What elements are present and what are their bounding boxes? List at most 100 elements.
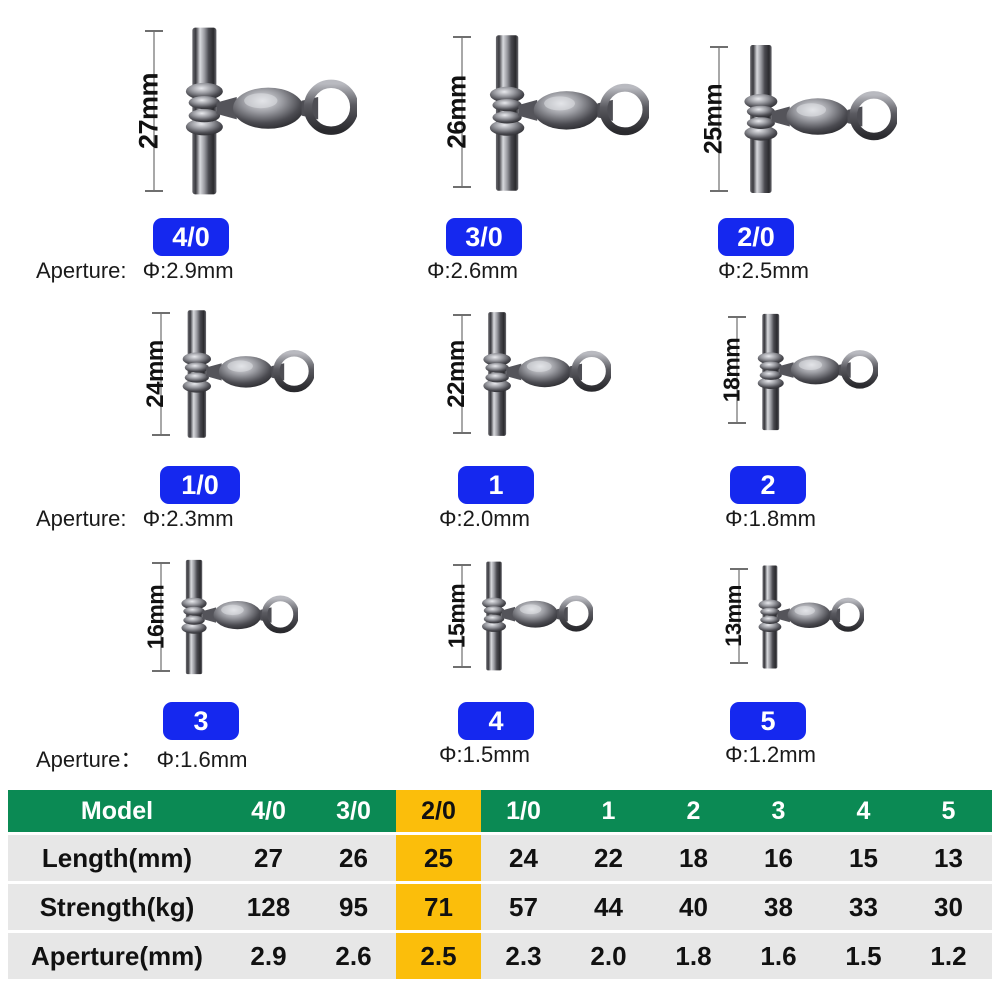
product-stage: 26mm [305, 0, 649, 210]
product-card-2[interactable]: 25mm 2/0 [600, 0, 933, 283]
cell-length-2-0: 25 [396, 835, 481, 881]
cell-length-2: 18 [679, 842, 708, 873]
size-badge[interactable]: 4 [458, 702, 534, 740]
aperture-value: Φ:2.3mm [142, 506, 234, 531]
aperture-text: Φ:1.5mm [439, 742, 530, 768]
cell-aperture-4: 1.5 [845, 940, 882, 971]
row-label-strength: Strength(kg) [39, 891, 195, 922]
header-cell-3: 3 [771, 796, 786, 825]
dimension-label: 16mm [142, 584, 169, 650]
aperture-value: Φ:2.6mm [427, 258, 518, 283]
cell-aperture-2: 1.8 [675, 940, 712, 971]
header-cell-model: Model [80, 796, 154, 825]
size-badge[interactable]: 3/0 [446, 218, 522, 256]
cell-strength-4-0: 128 [246, 891, 291, 922]
product-card-5[interactable]: 18mm 2 [600, 290, 933, 531]
table-row-aperture: Aperture(mm) 2.9 2.6 2.5 2.3 2.0 1.8 1.6… [8, 933, 992, 979]
product-card-8[interactable]: 13mm 5 [600, 540, 933, 767]
cell-length-4: 15 [849, 842, 878, 873]
aperture-text: Φ:2.6mm [427, 258, 518, 284]
cell-aperture-5: 1.2 [930, 940, 967, 971]
product-card-4[interactable]: 22mm 1 [305, 290, 638, 531]
aperture-value: Φ:2.5mm [718, 258, 809, 283]
dimension-label: 24mm [142, 340, 169, 408]
fishing-swivel-icon [172, 22, 357, 200]
cell-strength-3: 38 [764, 891, 793, 922]
aperture-value-wrap: Φ:1.2mm [725, 742, 816, 768]
fishing-swivel-icon [732, 40, 897, 198]
header-cell-5: 5 [941, 796, 956, 825]
dimension-label: 25mm [699, 83, 728, 155]
size-badge[interactable]: 2/0 [718, 218, 794, 256]
product-stage: 27mm [0, 0, 357, 210]
header-cell-1: 1 [601, 796, 616, 825]
dimension-label: 26mm [441, 75, 472, 149]
cell-length-1: 22 [594, 842, 623, 873]
fishing-swivel-icon [748, 310, 878, 434]
aperture-value: Φ:1.6mm [156, 747, 248, 772]
row-label-aperture: Aperture(mm) [31, 940, 203, 971]
cell-aperture-1: 2.0 [590, 940, 627, 971]
cell-aperture-3-0: 2.6 [335, 940, 372, 971]
aperture-text: Φ:2.5mm [718, 258, 809, 284]
cell-strength-3-0: 95 [339, 891, 368, 922]
aperture-label: Aperture: [36, 258, 127, 283]
dimension-label: 18mm [718, 337, 745, 403]
fishing-swivel-icon [473, 558, 593, 674]
table-header-row: Model 4/0 3/0 2/0 1/0 1 2 3 4 5 [8, 790, 992, 832]
size-badge[interactable]: 5 [730, 702, 806, 740]
aperture-text: Φ:1.8mm [725, 506, 816, 532]
product-card-6[interactable]: 16mm 3 [0, 540, 333, 772]
product-grid: 27mm [0, 0, 933, 772]
product-card-1[interactable]: 26mm 3/0 [305, 0, 649, 283]
size-badge[interactable]: 1/0 [160, 466, 240, 504]
product-stage: 16mm [0, 540, 333, 695]
table-row-strength: Strength(kg) 128 95 71 57 44 40 38 33 30 [8, 884, 992, 930]
product-stage: 22mm [305, 290, 638, 460]
product-card-0[interactable]: 27mm [0, 0, 357, 283]
cell-strength-1: 44 [594, 891, 623, 922]
cell-length-3-0: 26 [339, 842, 368, 873]
cell-length-3: 16 [764, 842, 793, 873]
aperture-text: Aperture： Φ:1.6mm [36, 742, 247, 774]
fishing-swivel-icon [172, 556, 298, 678]
size-badge[interactable]: 2 [730, 466, 806, 504]
header-cell-3-0: 3/0 [336, 796, 371, 825]
fishing-swivel-icon [477, 30, 649, 196]
aperture-text: Aperture: Φ:2.3mm [36, 506, 234, 532]
aperture-text: Φ:2.0mm [439, 506, 530, 532]
aperture-value: Φ:1.8mm [725, 506, 816, 531]
fishing-swivel-icon [750, 562, 864, 672]
cell-length-5: 13 [934, 842, 963, 873]
product-card-7[interactable]: 15mm 4 [305, 540, 638, 767]
cell-strength-2: 40 [679, 891, 708, 922]
cell-aperture-4-0: 2.9 [250, 940, 287, 971]
product-stage: 13mm [600, 540, 933, 695]
cell-aperture-3: 1.6 [760, 940, 797, 971]
dimension-label: 13mm [721, 585, 746, 647]
dimension-label: 27mm [133, 72, 164, 150]
size-badge[interactable]: 4/0 [153, 218, 229, 256]
fishing-swivel-icon [473, 308, 611, 440]
aperture-label: Aperture： [36, 747, 143, 772]
dimension-label: 15mm [443, 583, 470, 649]
aperture-value: Φ:1.5mm [439, 742, 530, 767]
table-row-length: Length(mm) 27 26 25 24 22 18 16 15 13 [8, 835, 992, 881]
header-cell-1-0: 1/0 [506, 796, 541, 825]
header-cell-2-0: 2/0 [396, 790, 481, 832]
cell-strength-4: 33 [849, 891, 878, 922]
product-card-3[interactable]: 24mm 1/0 [0, 290, 333, 531]
cell-strength-5: 30 [934, 891, 963, 922]
header-cell-4-0: 4/0 [251, 796, 286, 825]
dimension-label: 22mm [443, 340, 470, 408]
cell-length-1-0: 24 [509, 842, 538, 873]
header-cell-2: 2 [686, 796, 701, 825]
size-badge[interactable]: 3 [163, 702, 239, 740]
product-stage: 15mm [305, 540, 638, 695]
aperture-text: Aperture: Φ:2.9mm [36, 258, 234, 284]
size-badge[interactable]: 1 [458, 466, 534, 504]
cell-aperture-2-0: 2.5 [396, 933, 481, 979]
header-cell-4: 4 [856, 796, 871, 825]
fishing-swivel-icon [172, 306, 314, 442]
